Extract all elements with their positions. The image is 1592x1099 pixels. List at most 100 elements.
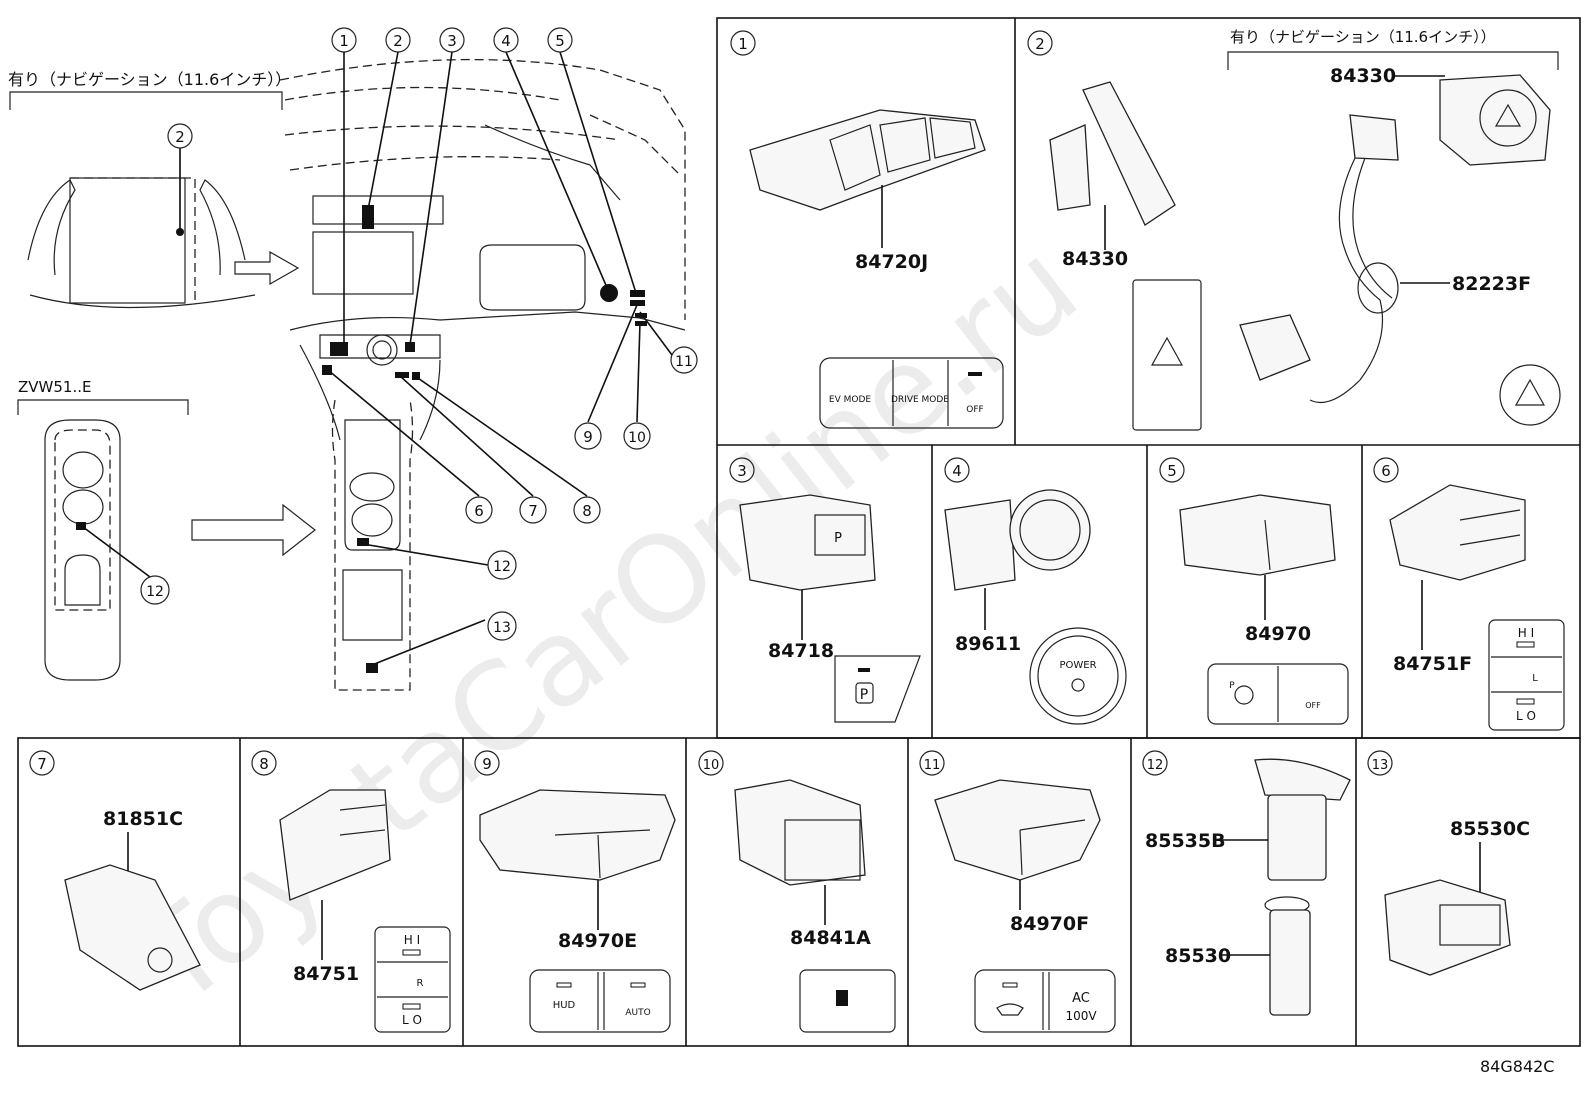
svg-text:11: 11 — [924, 758, 941, 773]
callout-12: 12 — [487, 550, 517, 580]
panel-3: 3 P 84718 P — [729, 457, 921, 723]
panel-13: 13 85530C — [1367, 750, 1530, 976]
part-number-84718: 84718 — [768, 640, 834, 662]
svg-text:1: 1 — [738, 35, 748, 53]
callout-2: 2 — [385, 27, 411, 53]
button-p-assist: P — [1229, 681, 1235, 691]
seat-heater-r: R — [417, 978, 424, 989]
svg-text:6: 6 — [474, 502, 484, 520]
svg-text:9: 9 — [482, 755, 492, 773]
svg-text:8: 8 — [582, 502, 592, 520]
part-number-85530: 85530 — [1165, 945, 1231, 967]
panel-7: 7 81851C — [29, 750, 201, 991]
callout-10: 10 — [623, 422, 651, 450]
panel-9: 9 84970E HUD AUTO — [474, 750, 676, 1033]
seat-heater-lo-r: L O — [402, 1013, 422, 1027]
svg-text:5: 5 — [555, 32, 565, 50]
arrow-right-icon — [234, 250, 300, 286]
part-number-85530C: 85530C — [1450, 818, 1530, 840]
seat-heater-l: L — [1532, 673, 1538, 684]
arrow-right-icon — [191, 503, 316, 557]
svg-text:9: 9 — [583, 428, 593, 446]
callout-6: 6 — [465, 496, 493, 524]
hazard-icon — [1150, 336, 1184, 366]
overview-model-note: ZVW51..E — [18, 378, 91, 396]
svg-text:1: 1 — [339, 32, 349, 50]
callout-9: 9 — [574, 422, 602, 450]
panel-10: 10 84841A — [698, 750, 896, 1033]
panel-2: 2 有り（ナビゲーション（11.6インチ）） 84330 84330 82223… — [1027, 28, 1561, 431]
svg-text:2: 2 — [175, 128, 185, 146]
seat-heater-lo: L O — [1516, 709, 1536, 723]
button-hud: HUD — [553, 1000, 576, 1011]
callout-5: 5 — [547, 27, 573, 53]
svg-text:3: 3 — [737, 462, 747, 480]
part-number-84751F: 84751F — [1393, 653, 1472, 675]
button-ev-mode: EV MODE — [829, 395, 871, 405]
panel-6: 6 84751F H I L L O — [1373, 457, 1565, 731]
callout-11: 11 — [670, 346, 698, 374]
panel-11: 11 84970F AC 100V — [919, 750, 1116, 1033]
callout-1: 1 — [331, 27, 357, 53]
svg-text:2: 2 — [1035, 35, 1045, 53]
watermark: ToyotaCarOnline.ru — [111, 216, 1102, 1033]
svg-text:11: 11 — [675, 354, 693, 370]
overview-callouts: 1 2 3 4 5 2 11 9 10 6 7 8 12 13 12 — [140, 27, 698, 641]
svg-text:13: 13 — [1372, 758, 1389, 773]
callout-3: 3 — [439, 27, 465, 53]
svg-text:4: 4 — [501, 32, 511, 50]
panel-grid — [17, 17, 1581, 1047]
part-number-84330-b: 84330 — [1330, 65, 1396, 87]
svg-text:7: 7 — [528, 502, 538, 520]
button-drive-mode: DRIVE MODE — [891, 395, 949, 405]
hazard-icon — [1514, 378, 1546, 406]
seat-heater-hi: H I — [1518, 626, 1534, 640]
svg-text:6: 6 — [1381, 462, 1391, 480]
part-number-85535B: 85535B — [1145, 830, 1226, 852]
part-number-84751: 84751 — [293, 963, 359, 985]
hazard-icon — [1494, 103, 1522, 127]
part-number-84970F: 84970F — [1010, 913, 1089, 935]
svg-text:10: 10 — [628, 430, 646, 446]
callout-13: 13 — [487, 611, 517, 641]
panel-2-nav-note: 有り（ナビゲーション（11.6インチ）） — [1230, 28, 1496, 46]
button-off: OFF — [1305, 701, 1321, 710]
part-number-84970: 84970 — [1245, 623, 1311, 645]
svg-text:10: 10 — [703, 758, 720, 773]
button-traction-off: OFF — [966, 405, 983, 415]
svg-text:7: 7 — [37, 755, 47, 773]
part-number-84841A: 84841A — [790, 927, 871, 949]
svg-text:3: 3 — [447, 32, 457, 50]
svg-text:12: 12 — [1147, 758, 1164, 773]
callout-4: 4 — [493, 27, 519, 53]
button-auto-headlight: AUTO — [625, 1008, 650, 1018]
panel-4: 4 89611 POWER — [944, 457, 1127, 725]
part-number-84720J: 84720J — [855, 251, 928, 273]
svg-text:12: 12 — [146, 584, 164, 600]
svg-text:2: 2 — [393, 32, 403, 50]
defroster-icon — [996, 1003, 1024, 1016]
overview-nav-note: 有り（ナビゲーション（11.6インチ）） — [8, 70, 291, 89]
button-parking: P — [860, 687, 868, 703]
fuel-door-icon — [836, 990, 848, 1006]
button-ac-voltage: 100V — [1065, 1009, 1097, 1023]
panel-12: 12 85535B 85530 — [1142, 750, 1351, 1016]
callout-12-console: 12 — [140, 575, 170, 605]
callout-leaders — [82, 51, 673, 666]
svg-text:13: 13 — [493, 620, 511, 636]
callout-7: 7 — [519, 496, 547, 524]
part-number-84970E: 84970E — [558, 930, 637, 952]
part-number-82223F: 82223F — [1452, 273, 1531, 295]
nav-screen-drawing — [27, 150, 256, 309]
svg-text:8: 8 — [259, 755, 269, 773]
overview: 有り（ナビゲーション（11.6インチ）） ZVW51..E — [8, 27, 698, 691]
part-number-84330-a: 84330 — [1062, 248, 1128, 270]
button-power: POWER — [1059, 660, 1096, 671]
diagram-code: 84G842C — [1480, 1057, 1554, 1076]
panel-8: 8 84751 H I R L O — [251, 750, 451, 1033]
console-drawing — [44, 419, 121, 681]
panel-5: 5 84970 P OFF — [1159, 457, 1349, 725]
callout-2-nav: 2 — [167, 123, 193, 149]
svg-text:12: 12 — [493, 559, 511, 575]
